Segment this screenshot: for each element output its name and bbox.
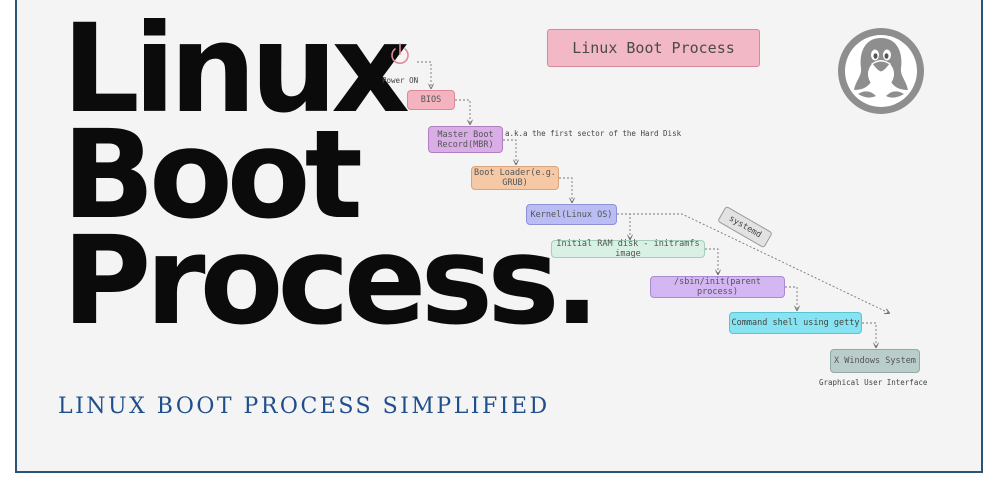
- step-mbr: Master Boot Record(MBR): [428, 126, 503, 153]
- power-icon: [391, 43, 409, 64]
- connector-kernel-initramfs: [617, 213, 630, 239]
- step-init-label: /sbin/init(parent process): [674, 277, 761, 297]
- step-kernel-label: Kernel(Linux OS): [530, 209, 613, 220]
- connector-bios-mbr: [455, 99, 470, 124]
- connector-bootloader-kernel: [559, 177, 572, 202]
- connector-mbr-bootloader: [503, 139, 516, 164]
- step-bootloader-label-2: GRUB): [502, 178, 528, 188]
- step-mbr-label-2: Record(MBR): [437, 139, 494, 150]
- step-kernel: Kernel(Linux OS): [526, 204, 617, 225]
- mbr-note: a.k.a the first sector of the Hard Disk: [505, 129, 682, 138]
- step-bootloader-label-1: Boot Loader(e.g.: [474, 168, 556, 178]
- step-bios-label: BIOS: [420, 95, 442, 105]
- step-shell-label: Command shell using getty: [731, 318, 860, 328]
- diagram-title: Linux Boot Process: [547, 29, 760, 67]
- step-init: /sbin/init(parent process): [650, 276, 785, 298]
- step-bootloader: Boot Loader(e.g. GRUB): [471, 166, 559, 190]
- connector-power-bios: [417, 61, 431, 88]
- title-line-boot: Boot: [62, 104, 363, 246]
- step-shell: Command shell using getty: [729, 312, 862, 334]
- connector-init-shell: [785, 286, 797, 310]
- step-initramfs-label: Initial RAM disk - initramfs image: [556, 239, 700, 259]
- title-line-process: Process.: [62, 210, 600, 352]
- step-xwindows: X Windows System: [830, 349, 920, 373]
- connector-initramfs-init: [705, 248, 718, 274]
- step-bios: BIOS: [407, 90, 455, 110]
- step-initramfs: Initial RAM disk - initramfs image: [551, 239, 705, 259]
- power-on-label: Power ON: [382, 76, 419, 85]
- title-line-linux: Linux: [62, 0, 410, 140]
- connector-shell-xwindows: [862, 322, 876, 347]
- gui-label: Graphical User Interface: [819, 378, 928, 387]
- page-title: Linux Boot Process.: [62, 0, 600, 352]
- subtitle: LINUX BOOT PROCESS SIMPLIFIED: [58, 394, 550, 419]
- step-xwindows-label: X Windows System: [834, 356, 916, 366]
- step-mbr-label-1: Master Boot: [437, 129, 494, 140]
- page-frame: [15, 0, 983, 473]
- tux-penguin-logo: [838, 28, 924, 114]
- connector-kernel-systemd-xwindows: [617, 213, 889, 313]
